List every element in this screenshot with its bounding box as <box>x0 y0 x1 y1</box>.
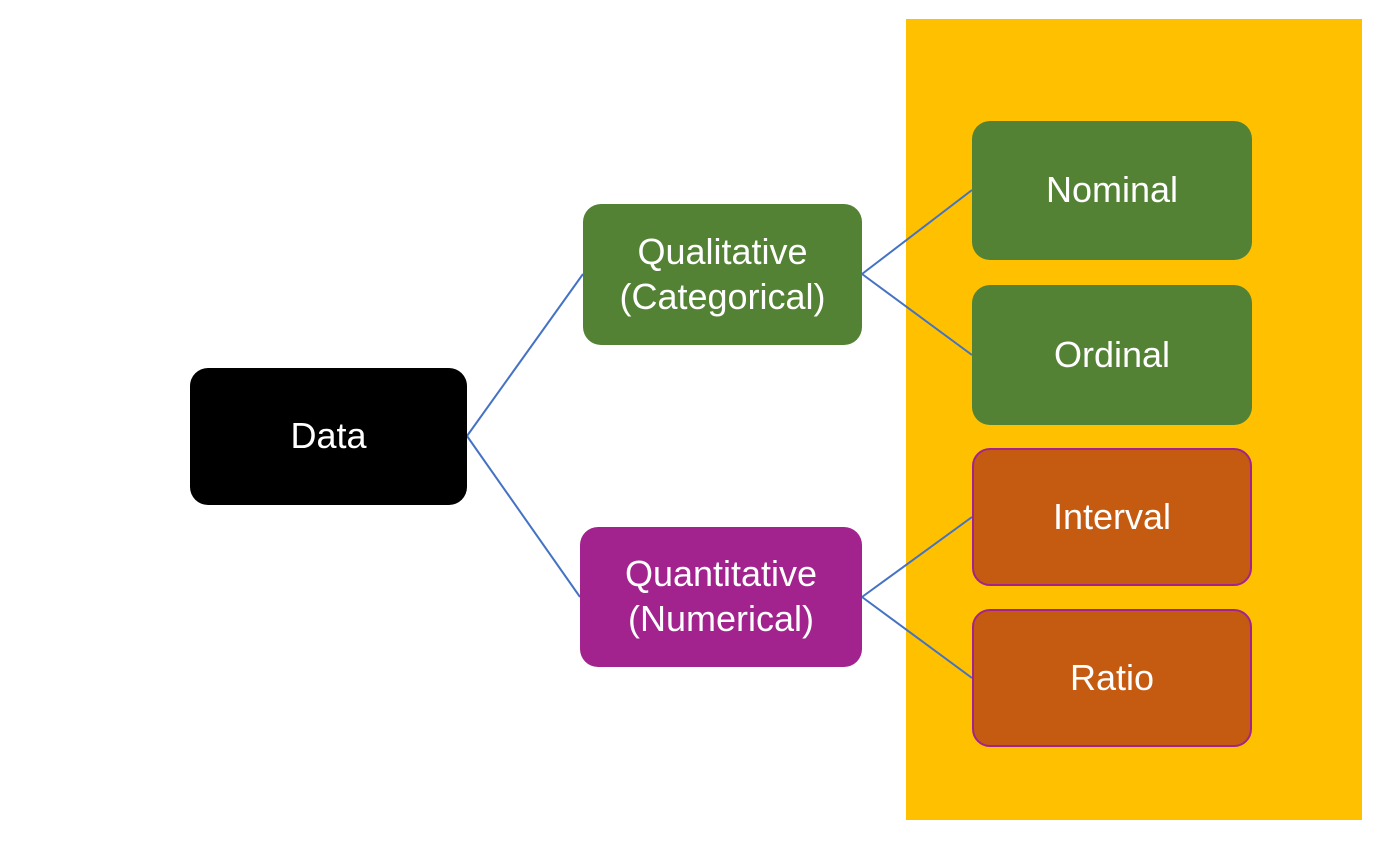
node-qualitative-label-line2: (Categorical) <box>619 275 826 317</box>
node-qualitative: Qualitative (Categorical) <box>583 204 862 345</box>
node-data: Data <box>190 368 467 505</box>
connector-data-quantitative <box>466 435 581 598</box>
node-quantitative: Quantitative (Numerical) <box>580 527 862 667</box>
node-qualitative-label-line1: Qualitative <box>637 230 808 272</box>
node-nominal: Nominal <box>972 121 1252 260</box>
connector-data-qualitative <box>466 273 584 437</box>
node-ratio: Ratio <box>972 609 1252 747</box>
node-data-label: Data <box>290 415 367 457</box>
node-interval: Interval <box>972 448 1252 586</box>
node-ratio-label: Ratio <box>1069 656 1155 698</box>
node-quantitative-label-line1: Quantitative <box>624 553 818 595</box>
node-quantitative-label-line2: (Numerical) <box>627 598 814 639</box>
node-ordinal: Ordinal <box>972 285 1252 425</box>
node-ordinal-label: Ordinal <box>1053 333 1171 375</box>
node-nominal-label: Nominal <box>1045 169 1179 211</box>
node-interval-label: Interval <box>1052 495 1172 537</box>
